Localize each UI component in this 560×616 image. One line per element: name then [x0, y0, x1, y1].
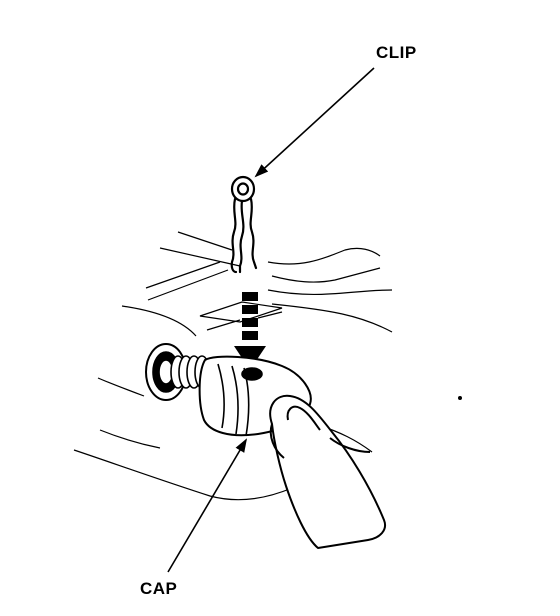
- clip-label: CLIP: [376, 43, 417, 62]
- cap-leader-line: [167, 438, 248, 573]
- clip-icon: [230, 175, 258, 274]
- housing-outline: [73, 231, 463, 501]
- finger-icon: [269, 394, 386, 549]
- clip-leader-line: [254, 67, 375, 178]
- cap-label: CAP: [140, 579, 178, 598]
